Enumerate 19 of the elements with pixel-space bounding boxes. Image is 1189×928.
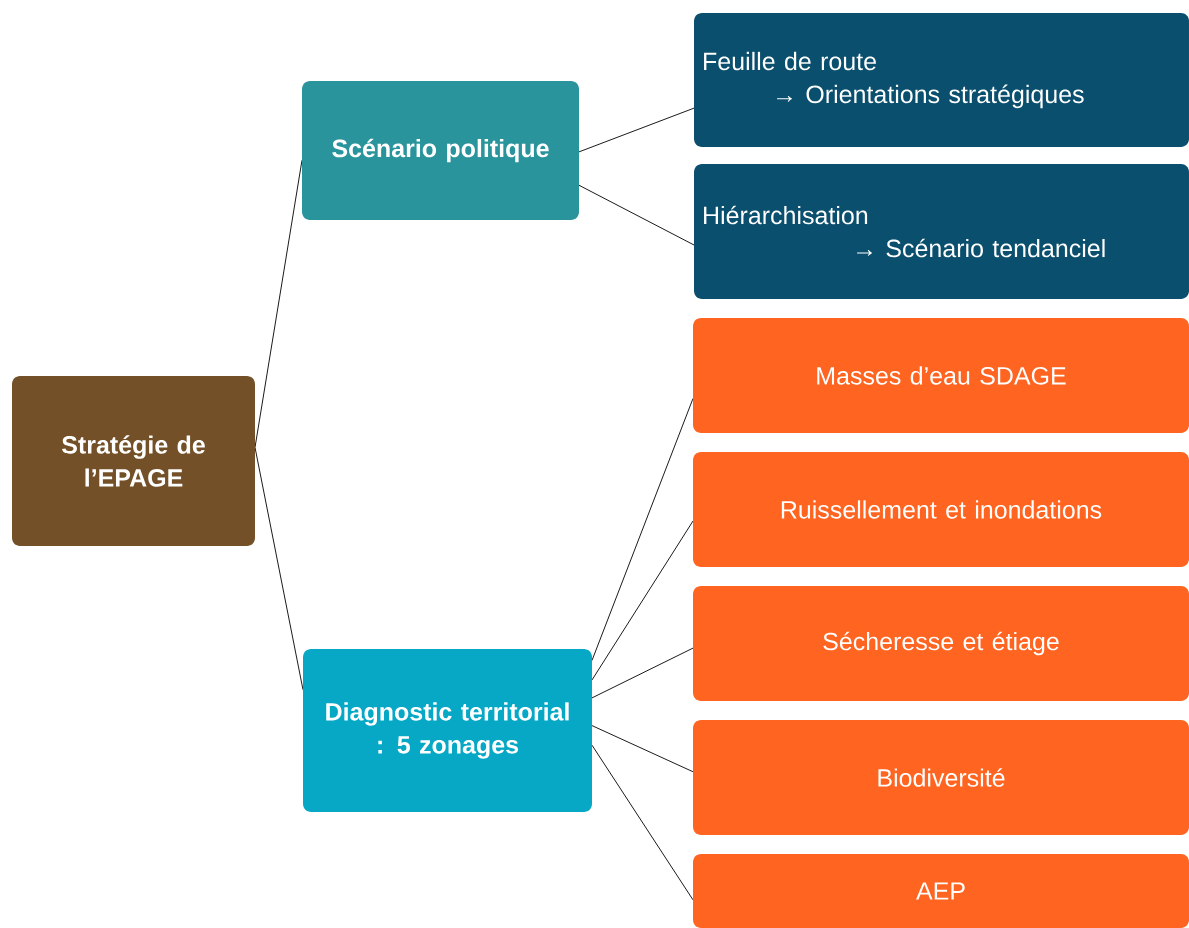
topic-box: Scénario politique xyxy=(302,81,579,220)
connector-line xyxy=(254,446,304,691)
topic-box: Ruissellement et inondations xyxy=(693,452,1189,567)
connector-line xyxy=(591,520,694,681)
topic-box: Diagnostic territorial : 5 zonages xyxy=(303,649,592,812)
connector-line xyxy=(578,107,695,153)
topic-box: Masses d’eau SDAGE xyxy=(693,318,1189,433)
connector-line xyxy=(591,647,694,699)
topic-box: Sécheresse et étiage xyxy=(693,586,1189,701)
topic-box: Hiérarchisation → Scénario tendanciel xyxy=(694,164,1189,299)
topic-box: Feuille de route → Orientations stratégiques xyxy=(694,13,1189,147)
connector-line xyxy=(591,725,694,773)
topic-box: Stratégie de l’EPAGE xyxy=(12,376,255,546)
connector-line xyxy=(578,184,695,246)
connector-line xyxy=(254,159,303,448)
topic-box: AEP xyxy=(693,854,1189,928)
connector-line xyxy=(591,744,694,901)
connector-line xyxy=(591,398,694,661)
topic-box: Biodiversité xyxy=(693,720,1189,835)
